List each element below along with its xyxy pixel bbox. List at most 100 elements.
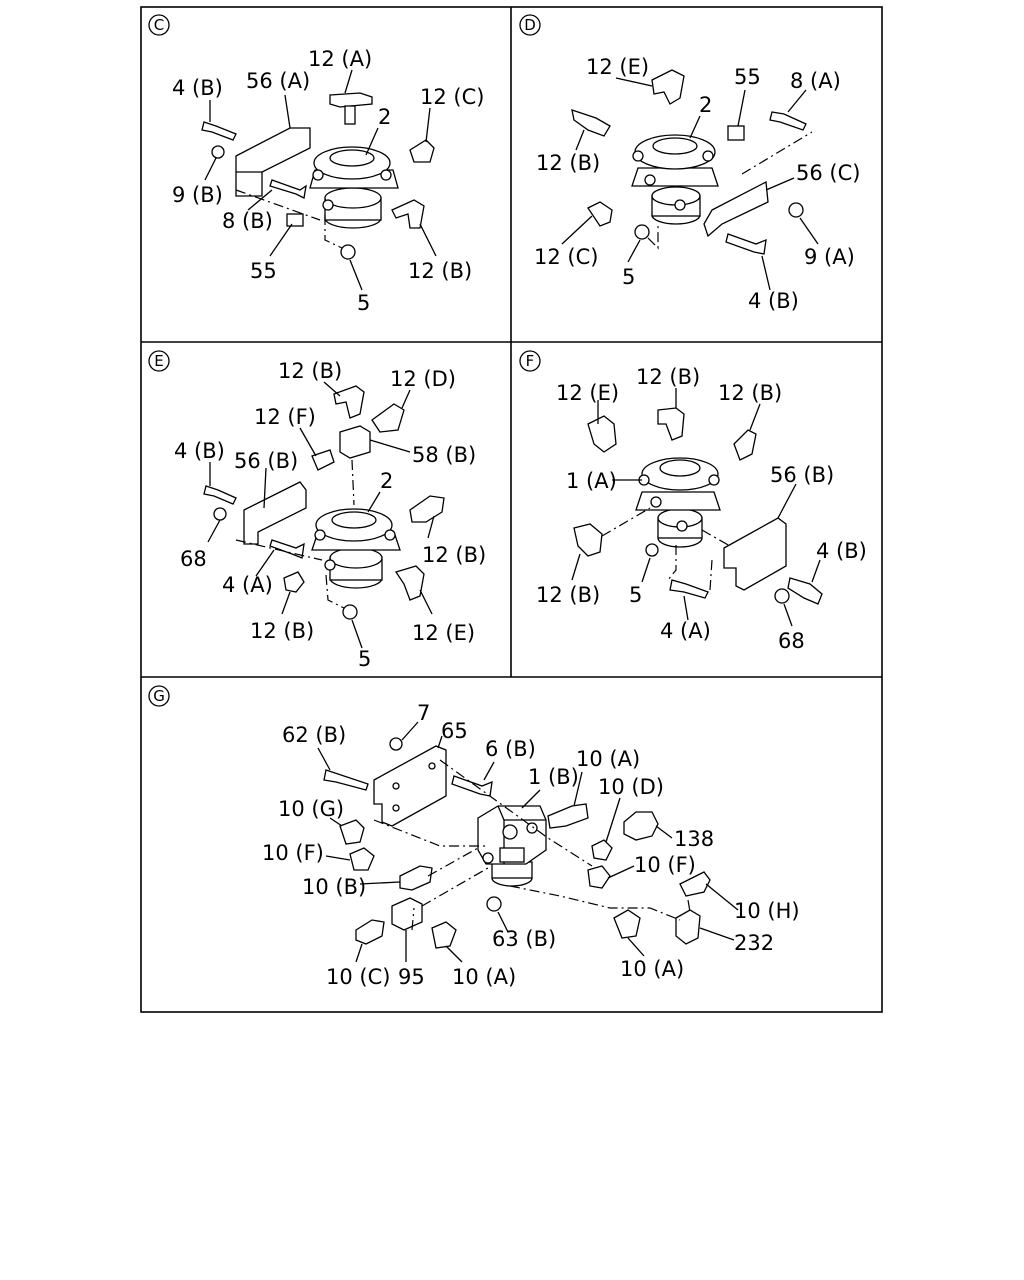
fitting-10f-right <box>587 865 611 889</box>
connector-138 <box>623 811 659 841</box>
callout-label: 12 (B) <box>536 151 600 175</box>
callout-label: 12 (A) <box>308 47 372 71</box>
callout-label: 12 (B) <box>718 381 782 405</box>
nut <box>342 604 358 620</box>
callout-label: 63 (B) <box>492 927 556 951</box>
callout-label: 95 <box>398 965 425 989</box>
callout-label: 56 (C) <box>796 161 860 185</box>
fitting-10b <box>399 865 433 891</box>
tee-block <box>339 425 371 459</box>
panel-marker-d: D <box>519 14 541 36</box>
fitting-right-top <box>371 403 405 433</box>
callout-label: 55 <box>734 65 761 89</box>
callout-label: 2 <box>699 93 712 117</box>
callout-label: 65 <box>441 719 468 743</box>
callout-label: 4 (B) <box>816 539 867 563</box>
fitting-top <box>329 92 373 108</box>
callout-label: 56 (B) <box>234 449 298 473</box>
callout-label: 12 (B) <box>536 583 600 607</box>
panel-g: G <box>148 685 800 989</box>
panel-marker-f: F <box>519 350 541 372</box>
panel-marker-c: C <box>148 14 170 36</box>
valve-232 <box>675 909 701 945</box>
callout-label: 68 <box>778 629 805 653</box>
callout-label: 10 (C) <box>326 965 390 989</box>
panel-d: D 12 ( <box>519 14 860 313</box>
fitting-10d <box>591 839 613 861</box>
bolt <box>725 233 767 255</box>
washer <box>389 737 403 751</box>
callout-label: 2 <box>378 105 391 129</box>
nut <box>634 224 650 240</box>
callout-label: 12 (B) <box>408 259 472 283</box>
diagram-frame <box>140 6 883 1013</box>
bolt <box>203 485 237 505</box>
callout-label: 4 (B) <box>172 76 223 100</box>
fitting-tee-right <box>394 565 425 601</box>
callout-label: 10 (A) <box>620 957 684 981</box>
callout-label: 2 <box>380 469 393 493</box>
callout-label: 10 (H) <box>734 899 800 923</box>
callout-label: 12 (E) <box>556 381 619 405</box>
bolt <box>269 179 307 199</box>
bracket <box>243 481 307 545</box>
svg-text:F: F <box>526 352 535 370</box>
bracket <box>723 517 787 591</box>
callout-label: 1 (B) <box>528 765 579 789</box>
callout-label: 232 <box>734 931 774 955</box>
fitting-right <box>409 495 445 523</box>
callout-label: 62 (B) <box>282 723 346 747</box>
callout-label: 6 (B) <box>485 737 536 761</box>
callout-label: 10 (A) <box>452 965 516 989</box>
tee-block-95 <box>391 897 423 931</box>
callout-label: 12 (B) <box>250 619 314 643</box>
relay-valve-body <box>635 457 721 548</box>
fitting-10h <box>679 871 711 897</box>
relay-valve-body <box>477 805 547 887</box>
nut <box>486 896 502 912</box>
callout-label: 4 (B) <box>748 289 799 313</box>
callout-label: 5 <box>358 647 371 671</box>
callout-label: 68 <box>180 547 207 571</box>
callout-label: 10 (A) <box>576 747 640 771</box>
nut <box>774 588 790 604</box>
bracket <box>373 745 447 827</box>
callout-label: 12 (B) <box>278 359 342 383</box>
washer <box>645 543 659 557</box>
fitting-10a-right <box>613 909 641 939</box>
callout-label: 5 <box>622 265 635 289</box>
callout-label: 7 <box>417 701 430 725</box>
bolt <box>669 579 709 599</box>
fitting-elbow-top <box>657 407 685 441</box>
fitting-elbow-top <box>651 69 685 105</box>
callout-label: 12 (F) <box>254 405 316 429</box>
relay-valve-body <box>311 508 401 589</box>
callout-label: 12 (C) <box>534 245 598 269</box>
fitting-10f-left <box>349 847 375 871</box>
callout-label: 4 (B) <box>174 439 225 463</box>
nut <box>340 244 356 260</box>
fitting-left <box>571 109 611 137</box>
fitting-left-elbow <box>573 523 603 557</box>
panel-marker-g: G <box>148 685 170 707</box>
callout-label: 12 (D) <box>390 367 456 391</box>
callout-label: 55 <box>250 259 277 283</box>
bracket <box>235 127 311 197</box>
callout-label: 56 (B) <box>770 463 834 487</box>
callout-label: 8 (A) <box>790 69 841 93</box>
fitting-10c <box>355 919 385 945</box>
callout-label: 4 (A) <box>660 619 711 643</box>
callout-label: 12 (B) <box>422 543 486 567</box>
svg-text:G: G <box>153 687 165 705</box>
callout-label: 1 (A) <box>566 469 617 493</box>
svg-text:C: C <box>154 16 164 34</box>
plug <box>727 125 745 141</box>
svg-text:E: E <box>154 352 163 370</box>
panel-f: F <box>519 350 867 653</box>
callout-label: 4 (A) <box>222 573 273 597</box>
callout-label: 12 (C) <box>420 85 484 109</box>
bolt <box>769 111 807 131</box>
bolt <box>323 769 369 791</box>
plug <box>286 213 304 227</box>
